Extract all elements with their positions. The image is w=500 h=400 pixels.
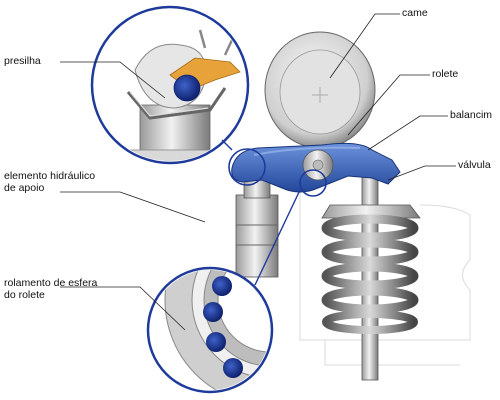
hydraulic-support-element — [235, 177, 279, 278]
label-presilha: presilha — [4, 55, 41, 67]
leader-elemento — [60, 191, 206, 223]
cylinder-head-background — [299, 150, 471, 366]
leader-balancim — [367, 115, 448, 151]
label-rolamento-line1: rolamento de esfera — [4, 277, 98, 289]
valve-spring — [321, 214, 419, 334]
leader-came — [329, 13, 400, 79]
label-rolete: rolete — [432, 68, 459, 80]
label-valvula: válvula — [458, 159, 491, 171]
clip-magnifier — [90, 5, 250, 165]
label-balancim: balancim — [450, 109, 493, 121]
leader-valvula — [387, 165, 456, 181]
cam — [264, 31, 376, 149]
label-elemento-hidraulico-line2: de apoio — [4, 182, 45, 194]
leader-rolamento — [60, 286, 186, 331]
leader-lines — [60, 13, 456, 331]
magnifier-connectors — [221, 139, 301, 286]
leader-rolete — [347, 74, 430, 136]
label-elemento-hidraulico-line1: elemento hidráulico — [4, 170, 96, 182]
roller-follower — [302, 149, 334, 181]
detail-markers — [228, 148, 327, 197]
label-came: came — [402, 7, 428, 19]
leader-presilha — [60, 61, 166, 99]
valve-stem — [361, 169, 379, 381]
spring-retainer — [321, 204, 421, 219]
label-rolamento-line2: do rolete — [4, 289, 45, 301]
